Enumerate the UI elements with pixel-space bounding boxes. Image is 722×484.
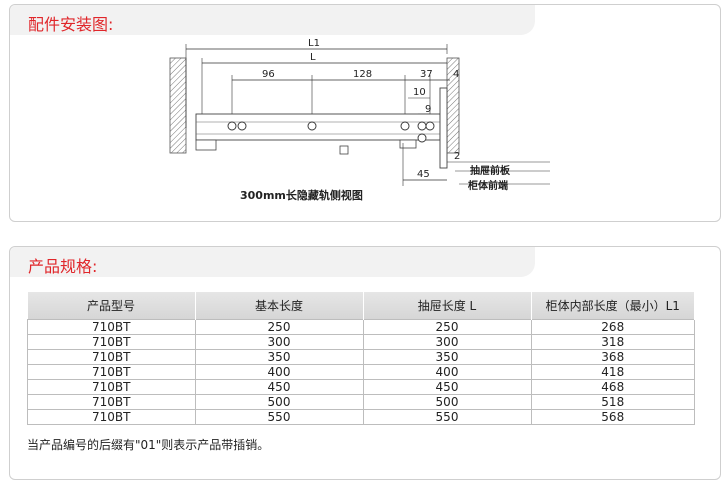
- table-row: 710BT 500 500 518: [27, 394, 695, 410]
- install-diagram: L1 L 96 128 37 4 10 9 19 45 2: [169, 38, 550, 186]
- cell-drawer-length: 500: [362, 394, 532, 410]
- callout-cabinet-front: 柜体前端: [468, 181, 508, 192]
- dim-96: 96: [262, 69, 275, 80]
- dim-L1: L1: [308, 38, 320, 49]
- install-panel: 配件安装图:: [9, 4, 721, 222]
- cell-cabinet-length: 268: [530, 319, 695, 335]
- drawer-front: [439, 87, 448, 169]
- cell-cabinet-length: 418: [530, 364, 695, 380]
- table-row: 710BT 300 300 318: [27, 334, 695, 350]
- cell-model: 710BT: [27, 364, 196, 380]
- header-cabinet-length: 柜体内部长度（最小）L1: [531, 292, 695, 320]
- dim-45: 45: [417, 169, 430, 180]
- cell-model: 710BT: [27, 334, 196, 350]
- spec-note: 当产品编号的后缀有"01"则表示产品带插销。: [27, 438, 270, 452]
- header-drawer-length: 抽屉长度 L: [363, 292, 532, 320]
- cell-base-length: 450: [194, 379, 364, 395]
- dim-128: 128: [353, 69, 372, 80]
- table-row: 710BT 400 400 418: [27, 364, 695, 380]
- cell-drawer-length: 300: [362, 334, 532, 350]
- cell-drawer-length: 450: [362, 379, 532, 395]
- install-title: 配件安装图:: [28, 15, 114, 34]
- cell-cabinet-length: 318: [530, 334, 695, 350]
- cell-base-length: 250: [194, 319, 364, 335]
- dim-2: 2: [454, 151, 460, 162]
- cell-base-length: 500: [194, 394, 364, 410]
- spec-table-header-row: 产品型号 基本长度 抽屉长度 L 柜体内部长度（最小）L1: [27, 292, 695, 320]
- dim-37: 37: [420, 69, 433, 80]
- table-row: 710BT 250 250 268: [27, 319, 695, 335]
- cell-base-length: 550: [194, 409, 364, 425]
- cell-cabinet-length: 468: [530, 379, 695, 395]
- table-row: 710BT 450 450 468: [27, 379, 695, 395]
- table-row: 710BT 350 350 368: [27, 349, 695, 365]
- cell-model: 710BT: [27, 319, 196, 335]
- cell-model: 710BT: [27, 409, 196, 425]
- cell-drawer-length: 250: [362, 319, 532, 335]
- cell-base-length: 400: [194, 364, 364, 380]
- mounting-holes: [227, 121, 435, 143]
- slide-body: [195, 113, 441, 141]
- left-wall: [169, 57, 187, 154]
- dim-10: 10: [413, 87, 426, 98]
- spec-table: 产品型号 基本长度 抽屉长度 L 柜体内部长度（最小）L1 710BT 250 …: [27, 292, 695, 425]
- dim-L: L: [310, 52, 316, 63]
- diagram-caption: 300mm长隐藏轨侧视图: [240, 189, 363, 202]
- cell-drawer-length: 550: [362, 409, 532, 425]
- cell-drawer-length: 400: [362, 364, 532, 380]
- dim-9: 9: [425, 104, 431, 115]
- cell-model: 710BT: [27, 394, 196, 410]
- table-row: 710BT 550 550 568: [27, 409, 695, 425]
- cell-base-length: 350: [194, 349, 364, 365]
- cell-model: 710BT: [27, 379, 196, 395]
- dim-4: 4: [453, 69, 459, 80]
- spec-panel-header: 产品规格:: [10, 247, 535, 277]
- install-panel-header: 配件安装图:: [10, 5, 535, 35]
- cell-cabinet-length: 568: [530, 409, 695, 425]
- cell-base-length: 300: [194, 334, 364, 350]
- cell-model: 710BT: [27, 349, 196, 365]
- cell-cabinet-length: 518: [530, 394, 695, 410]
- cell-drawer-length: 350: [362, 349, 532, 365]
- header-base-length: 基本长度: [195, 292, 364, 320]
- callout-drawer-front: 抽屉前板: [470, 166, 510, 177]
- cell-cabinet-length: 368: [530, 349, 695, 365]
- spec-title: 产品规格:: [28, 257, 98, 276]
- header-model: 产品型号: [27, 292, 196, 320]
